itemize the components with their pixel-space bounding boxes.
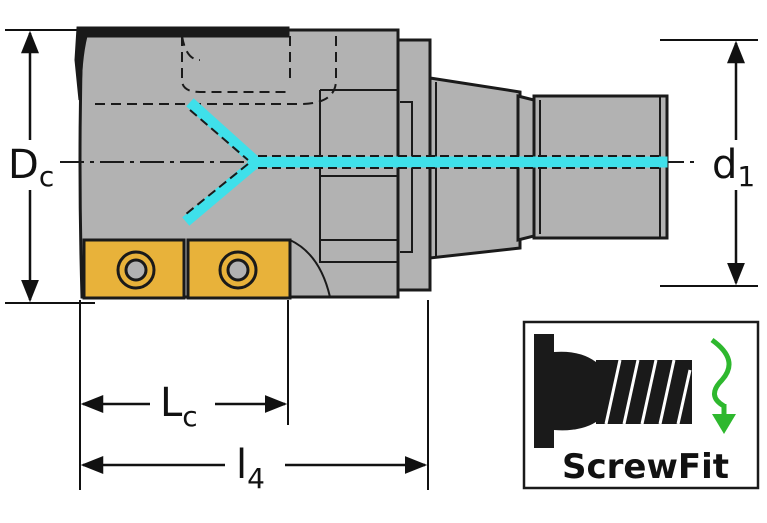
dim-label-dc: Dc bbox=[8, 142, 54, 193]
hidden-lines bbox=[92, 35, 337, 105]
dimension-arrows bbox=[21, 30, 745, 474]
cutting-insert bbox=[82, 238, 292, 300]
extension-lines bbox=[5, 29, 758, 490]
dim-label-lc: Lc bbox=[160, 380, 198, 433]
screw-thread-icon bbox=[534, 334, 692, 448]
coolant-channel bbox=[182, 98, 668, 226]
dim-label-l4: l4 bbox=[236, 442, 265, 495]
cutter-edge bbox=[74, 26, 290, 101]
internal-features bbox=[319, 82, 437, 263]
screwfit-badge: ScrewFit bbox=[522, 320, 760, 490]
coolant-channel-outline bbox=[185, 109, 662, 215]
dim-label-d1: d1 bbox=[712, 142, 755, 193]
badge-label: ScrewFit bbox=[562, 447, 729, 487]
chip-flute bbox=[289, 239, 331, 298]
